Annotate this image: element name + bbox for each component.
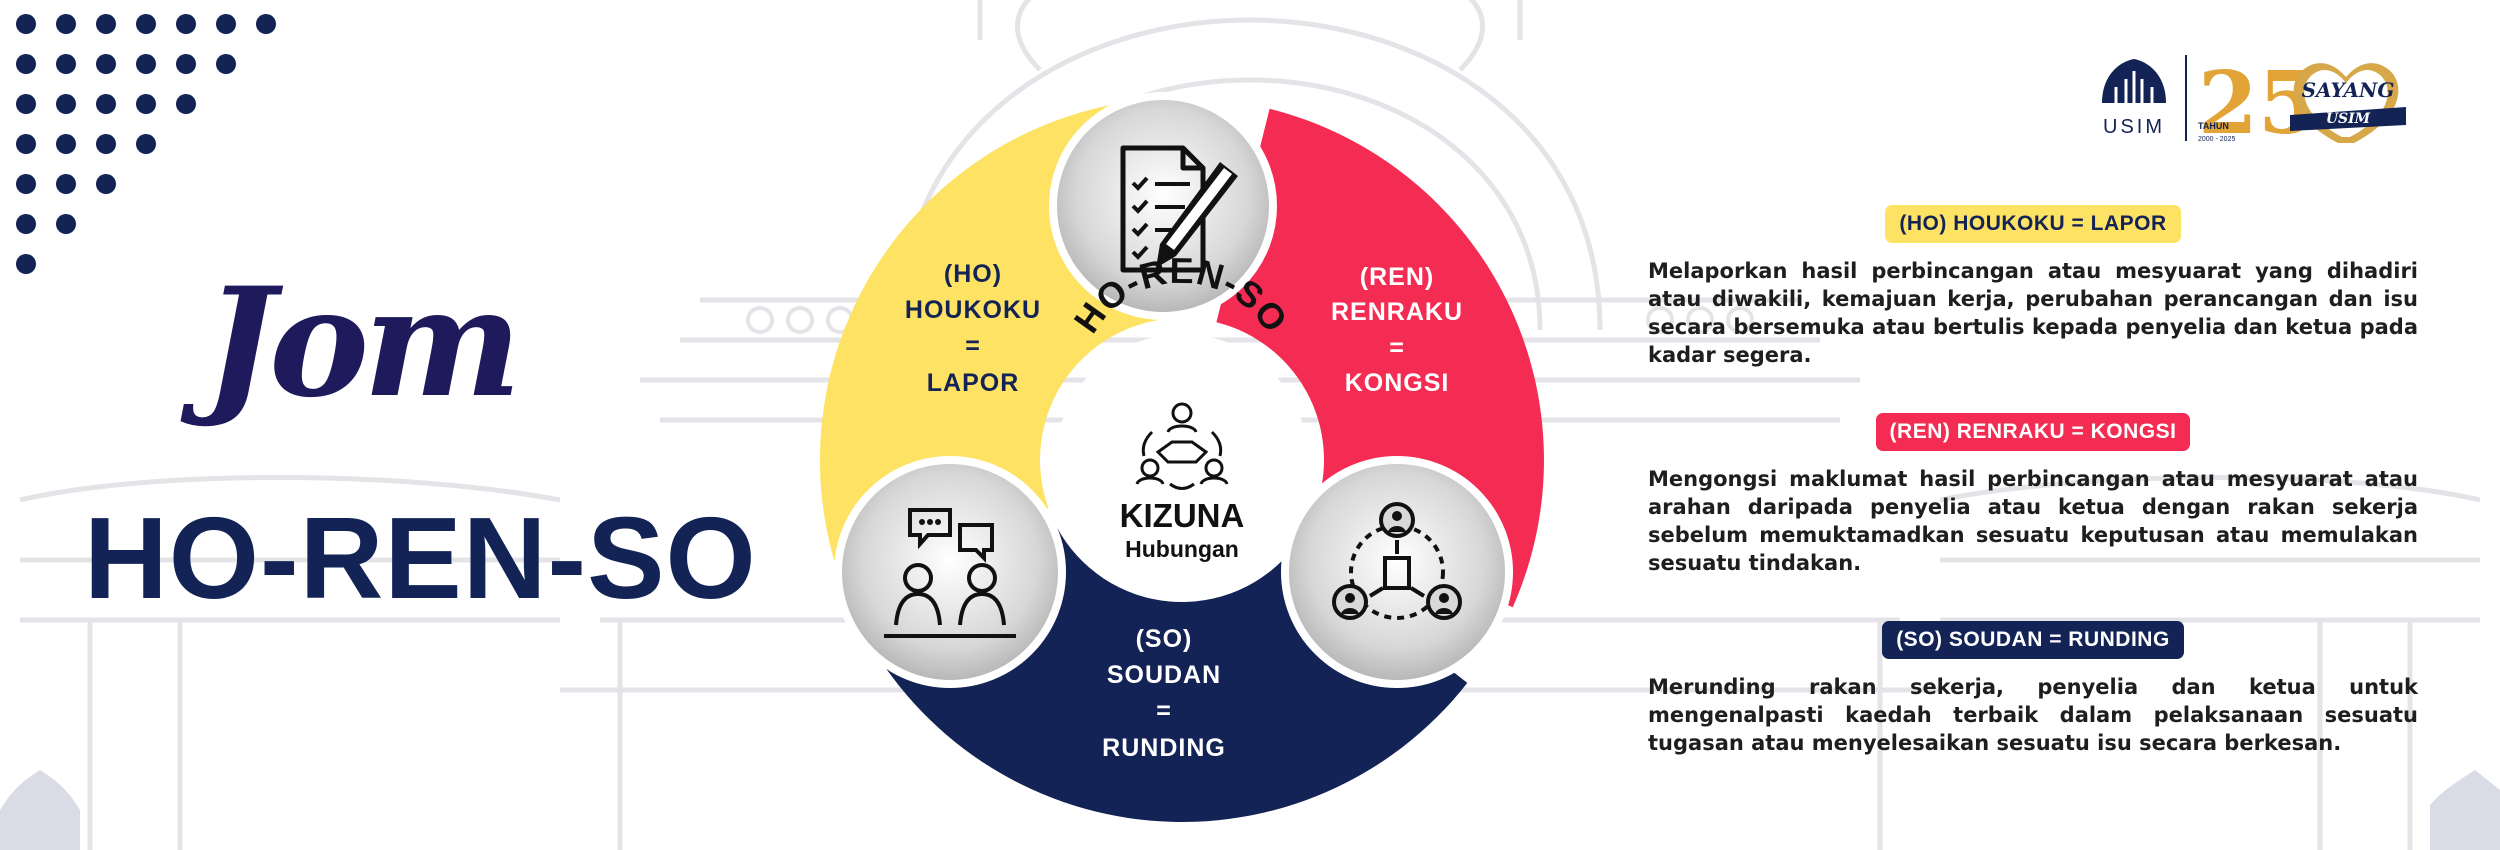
svg-text:LAPOR: LAPOR	[927, 369, 1020, 397]
description-ho: (HO) HOUKOKU = LAPOR Melaporkan hasil pe…	[1648, 205, 2418, 369]
svg-text:RENRAKU: RENRAKU	[1331, 298, 1463, 326]
svg-text:(SO): (SO)	[1136, 625, 1193, 653]
heading-pill-ren: (REN) RENRAKU = KONGSI	[1875, 413, 2191, 451]
svg-text:=: =	[1156, 697, 1172, 725]
description-ren: (REN) RENRAKU = KONGSI Mengongsi makluma…	[1648, 413, 2418, 577]
center-word: KIZUNA	[1120, 497, 1245, 534]
description-ho-text: Melaporkan hasil perbincangan atau mesyu…	[1648, 259, 2418, 367]
segment-ren-label: (REN) RENRAKU = KONGSI	[1331, 263, 1463, 397]
svg-text:2000 - 2025: 2000 - 2025	[2198, 136, 2235, 143]
center-subword: Hubungan	[1125, 536, 1239, 562]
heading-pill-so: (SO) SOUDAN = RUNDING	[1882, 621, 2184, 659]
description-panel: (HO) HOUKOKU = LAPOR Melaporkan hasil pe…	[1648, 205, 2418, 801]
handshake-team-icon	[1135, 402, 1229, 490]
jom-script-word: Jom	[204, 255, 522, 431]
svg-text:(HO): (HO)	[944, 260, 1002, 288]
svg-text:=: =	[965, 332, 981, 360]
svg-text:TAHUN: TAHUN	[2198, 121, 2229, 131]
description-so-text: Merunding rakan sekerja, penyelia dan ke…	[1648, 675, 2418, 755]
page-title: HO-REN-SO	[84, 493, 757, 623]
svg-text:USIM: USIM	[2103, 116, 2165, 138]
svg-text:USIM: USIM	[2326, 111, 2371, 127]
usim-logo: USIM	[2102, 59, 2166, 138]
horenso-wheel: HO-REN-SO KIZUNA Hubungan (HO) HOUKOKU =…	[819, 92, 1544, 823]
segment-so-label: (SO) SOUDAN = RUNDING	[1102, 625, 1226, 762]
discussion-people-icon	[834, 456, 1066, 688]
svg-text:RUNDING: RUNDING	[1102, 734, 1226, 762]
svg-text:(REN): (REN)	[1360, 263, 1434, 291]
document-pen-icon	[1049, 92, 1277, 320]
description-so: (SO) SOUDAN = RUNDING Merunding rakan se…	[1648, 621, 2418, 757]
svg-text:KONGSI: KONGSI	[1345, 369, 1450, 397]
network-people-icon	[1281, 456, 1513, 688]
svg-text:HOUKOKU: HOUKOKU	[905, 296, 1041, 324]
description-ren-text: Mengongsi maklumat hasil perbincangan at…	[1648, 467, 2418, 575]
segment-ho-label: (HO) HOUKOKU = LAPOR	[905, 260, 1041, 397]
dot-pattern	[16, 14, 276, 274]
heading-pill-ho: (HO) HOUKOKU = LAPOR	[1885, 205, 2181, 243]
center-circle	[1056, 334, 1308, 586]
logo-group: USIM 25 TAHUN 2000 - 2025 SAYANG USIM	[2102, 53, 2406, 154]
svg-text:SOUDAN: SOUDAN	[1107, 661, 1221, 689]
svg-text:SAYANG: SAYANG	[2302, 78, 2395, 102]
sayang-usim-heart-logo: SAYANG USIM	[2290, 63, 2406, 143]
svg-text:=: =	[1389, 334, 1405, 362]
